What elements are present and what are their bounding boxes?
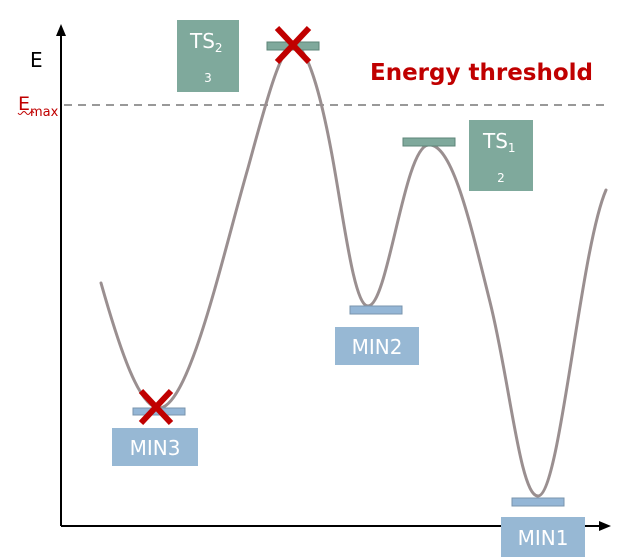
ts1-extra-label: 2: [497, 171, 505, 185]
emax-label-subscript: max: [30, 105, 59, 120]
min2-bar: [349, 305, 403, 315]
ts1-label: TS1: [482, 129, 516, 155]
emax-squiggle: [17, 111, 35, 115]
ts2-extra-label: 3: [204, 71, 212, 85]
ts2-box: [177, 20, 239, 92]
energy-threshold-label: Energy threshold: [370, 60, 593, 86]
min3-cross-icon: [138, 388, 174, 426]
min2-box: [335, 327, 419, 365]
min1-label: MIN1: [518, 526, 569, 550]
ts1-label-subscript: 1: [508, 141, 516, 155]
ts2-label-subscript: 2: [215, 41, 223, 55]
ts2-label: TS2: [189, 29, 223, 55]
emax-label: Emax: [18, 93, 59, 120]
min1-bar: [511, 497, 565, 507]
ts2-label-main: TS: [189, 29, 215, 53]
min2-label: MIN2: [352, 335, 403, 359]
y-axis-arrow-icon: [56, 24, 66, 36]
x-axis-arrow-icon: [599, 521, 611, 531]
ts1-bar: [402, 137, 456, 147]
emax-label-main: E: [18, 93, 30, 115]
min3-label: MIN3: [130, 436, 181, 460]
ts1-box: [469, 120, 533, 191]
energy-curve: [99, 43, 608, 498]
min1-box: [501, 517, 585, 557]
min3-box: [112, 428, 198, 466]
y-axis-label: E: [30, 48, 43, 72]
ts2-cross-icon: [274, 25, 312, 65]
ts1-label-main: TS: [482, 129, 508, 153]
